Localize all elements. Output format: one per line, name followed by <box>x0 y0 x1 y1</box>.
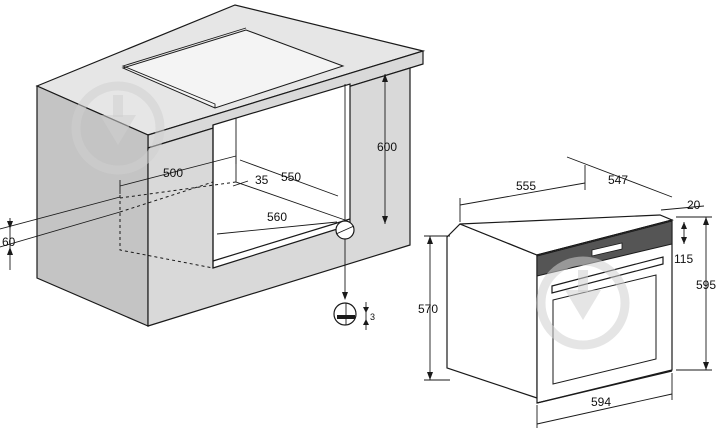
dim-595-label: 595 <box>696 278 716 292</box>
dim-547-label: 547 <box>608 173 628 187</box>
hidden-line-1 <box>119 195 214 269</box>
display-window <box>591 242 623 257</box>
dim-547-line <box>566 156 673 198</box>
dim-550-line <box>239 159 339 197</box>
hidden-line-3 <box>119 181 237 199</box>
oven-dimensions: 555 547 20 115 595 570 594 <box>418 156 716 428</box>
dim-550-label: 550 <box>281 170 301 184</box>
dim-594-label: 594 <box>591 395 611 409</box>
dim-600-label: 600 <box>377 140 397 154</box>
detail-zoom <box>333 302 357 326</box>
dim-570-label: 570 <box>418 302 438 316</box>
dim-594-line <box>536 393 673 425</box>
oven <box>446 214 674 404</box>
dim-3-label: 3 <box>370 312 375 322</box>
dim-560-label: 560 <box>267 210 287 224</box>
niche-floor-front <box>212 218 351 262</box>
dim-555-line <box>459 182 586 206</box>
niche-inner <box>235 118 346 221</box>
watermark-logo-right <box>536 256 630 350</box>
hidden-line-2 <box>119 181 214 213</box>
sink-recess-inner <box>121 27 247 108</box>
dim-560-line <box>216 221 338 235</box>
dim-35-label: 35 <box>255 173 269 187</box>
dim-555-label: 555 <box>516 179 536 193</box>
dim-500-line <box>119 155 237 187</box>
cabinet-dimensions: 500 35 550 560 600 60 3 <box>0 74 397 330</box>
cabinet <box>35 4 426 327</box>
dim-500-label: 500 <box>163 166 183 180</box>
dim-115-label: 115 <box>674 252 693 266</box>
watermark-logo-left <box>71 81 165 175</box>
dim-20-label: 20 <box>687 198 701 212</box>
dim-60-label: 60 <box>2 235 16 249</box>
